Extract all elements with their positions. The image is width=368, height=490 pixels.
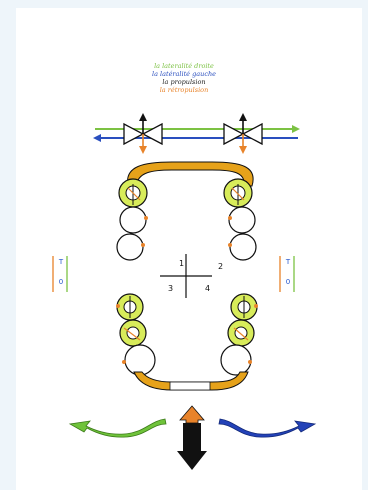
quadrant-3-label: 3: [168, 284, 174, 293]
valve-icon: [223, 113, 263, 154]
upper-arch: [116, 161, 257, 261]
tooth-upper-right-3: [229, 233, 257, 261]
curved-arrow-right-icon: [218, 418, 317, 438]
tooth-lower-right-3: [220, 344, 252, 376]
legend-left-laterality: la latéralité gauche: [152, 70, 216, 78]
left-indicator-top: T: [58, 258, 64, 266]
quadrant-2-label: 2: [218, 262, 224, 271]
quadrant-cross: [160, 254, 212, 298]
right-indicator: [279, 256, 295, 292]
legend-retropulsion: la rétropulsion: [159, 86, 209, 94]
down-arrow-icon: [177, 405, 207, 470]
left-arrowhead-icon: [93, 134, 101, 142]
legend-right-laterality: la lateralité droite: [154, 62, 214, 70]
left-indicator: [52, 256, 68, 292]
tooth-upper-right-2: [228, 206, 256, 234]
left-indicator-bottom: 0: [58, 278, 64, 286]
lower-arch: [116, 293, 258, 391]
quadrant-1-label: 1: [179, 259, 185, 268]
right-arrowhead-icon: [292, 125, 300, 133]
right-indicator-bottom: 0: [285, 278, 291, 286]
tooth-upper-left-3: [116, 233, 144, 261]
tooth-lower-left-3: [124, 344, 156, 376]
quadrant-4-label: 4: [205, 284, 211, 293]
tooth-upper-left-2: [119, 206, 147, 234]
valve-icon: [123, 113, 163, 154]
right-indicator-top: T: [285, 258, 291, 266]
curved-arrow-left-icon: [68, 418, 167, 438]
legend-propulsion: la propulsion: [162, 78, 206, 86]
